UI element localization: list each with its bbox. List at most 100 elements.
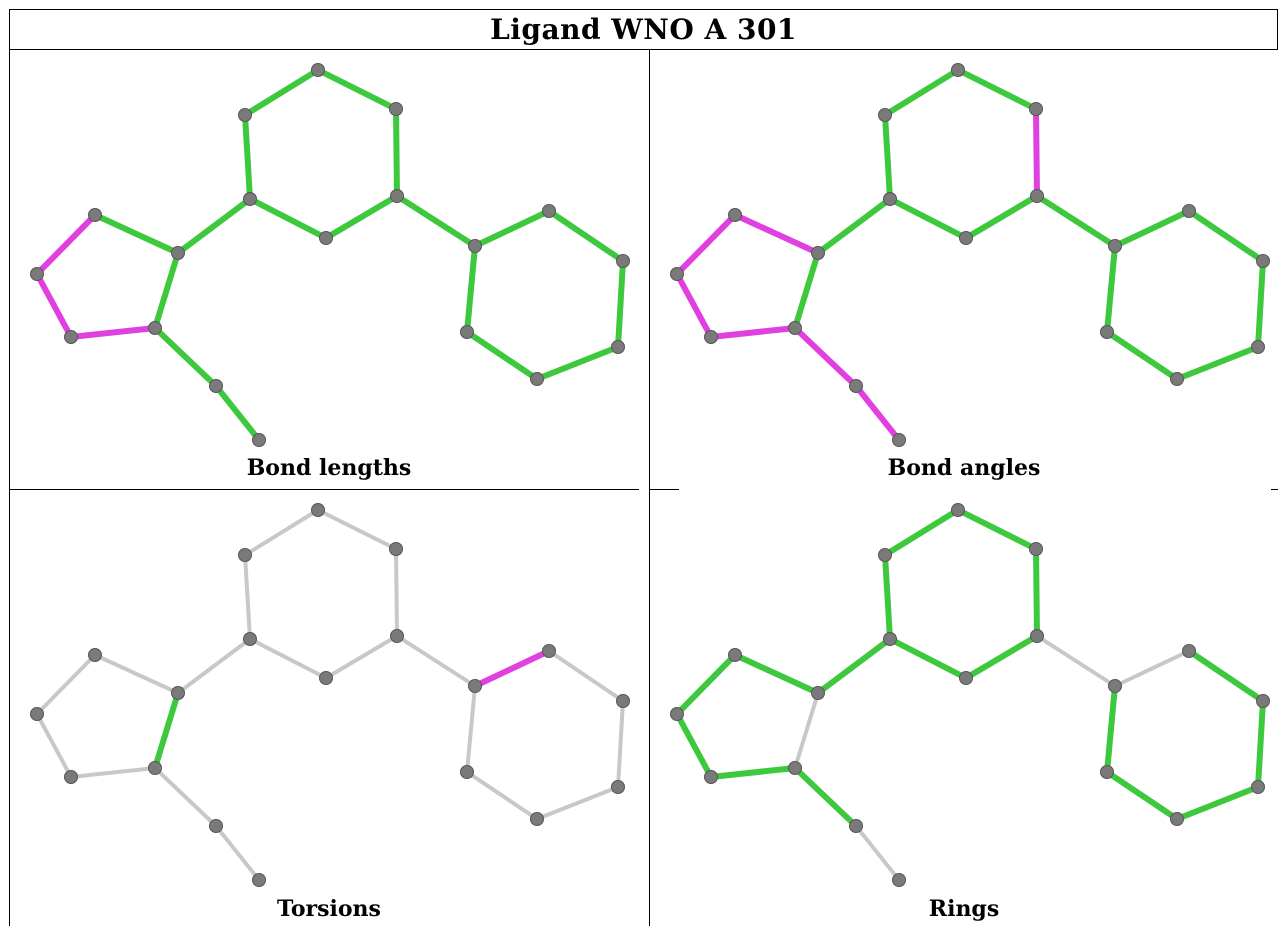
- bond: [615, 258, 626, 350]
- bond: [214, 824, 261, 882]
- atom: [892, 433, 906, 447]
- bond: [68, 325, 158, 340]
- divider: [9, 49, 1278, 50]
- atom: [1170, 812, 1184, 826]
- bond: [242, 67, 321, 118]
- atom: [811, 686, 825, 700]
- bond: [1174, 344, 1261, 382]
- atom: [849, 379, 863, 393]
- bond: [1104, 329, 1180, 382]
- bond: [243, 508, 320, 557]
- atom: [670, 707, 684, 721]
- divider: [9, 9, 10, 926]
- title-row: Ligand WNO A 301: [9, 9, 1278, 49]
- molecule-diagram: [30, 503, 630, 887]
- bond: [1034, 193, 1118, 249]
- bond: [395, 634, 477, 688]
- bond: [175, 196, 253, 256]
- bond: [243, 553, 252, 641]
- atom: [252, 433, 266, 447]
- atom: [238, 108, 252, 122]
- bond: [35, 653, 97, 716]
- bond: [464, 243, 478, 335]
- bond: [247, 196, 329, 241]
- atom: [959, 671, 973, 685]
- bond: [708, 765, 798, 780]
- ligand-figure: Ligand WNO A 301 Bond lengths Bond angle…: [9, 9, 1278, 926]
- panel-rings: Rings: [650, 490, 1278, 926]
- atom: [468, 239, 482, 253]
- panel-caption: Rings: [928, 896, 1000, 922]
- bond: [853, 383, 902, 443]
- bond: [674, 212, 738, 277]
- figure-title: Ligand WNO A 301: [490, 13, 797, 46]
- bond: [534, 344, 621, 382]
- bond: [393, 106, 400, 199]
- bond: [963, 193, 1040, 241]
- atom: [542, 644, 556, 658]
- atom: [788, 321, 802, 335]
- atom: [243, 632, 257, 646]
- bond: [464, 329, 540, 382]
- atom: [30, 707, 44, 721]
- bond: [1104, 769, 1180, 822]
- panel-caption: Torsions: [277, 896, 381, 922]
- atom: [670, 267, 684, 281]
- bond: [1112, 208, 1192, 249]
- atom: [30, 267, 44, 281]
- bond: [792, 325, 859, 389]
- bond: [248, 637, 328, 680]
- atom: [1030, 629, 1044, 643]
- bond: [152, 325, 219, 389]
- panel-caption: Bond lengths: [246, 455, 412, 481]
- atom: [1182, 204, 1196, 218]
- molecule-diagram: [30, 63, 630, 447]
- atom: [883, 192, 897, 206]
- atom: [530, 812, 544, 826]
- atom: [951, 63, 965, 77]
- atom: [611, 780, 625, 794]
- bond: [674, 711, 714, 780]
- atom: [878, 548, 892, 562]
- panel-bond-angles: Bond angles: [650, 50, 1278, 486]
- bond: [472, 648, 552, 689]
- atom: [389, 102, 403, 116]
- atom: [1251, 340, 1265, 354]
- atom: [616, 254, 630, 268]
- bond: [882, 552, 893, 642]
- atom: [704, 330, 718, 344]
- atom: [849, 819, 863, 833]
- bond: [708, 325, 798, 340]
- bond: [815, 196, 893, 256]
- bond: [955, 67, 1039, 112]
- atom: [243, 192, 257, 206]
- bond: [887, 196, 969, 241]
- bond: [176, 637, 252, 695]
- atom: [1256, 254, 1270, 268]
- bond: [153, 766, 218, 828]
- bond: [887, 636, 969, 681]
- bond: [792, 250, 821, 331]
- bond: [792, 765, 859, 829]
- atom: [1170, 372, 1184, 386]
- bond: [1255, 258, 1266, 350]
- bond: [1033, 546, 1040, 639]
- atom: [542, 204, 556, 218]
- bond: [815, 636, 893, 696]
- bond: [69, 766, 157, 779]
- bond: [472, 208, 552, 249]
- bond: [465, 684, 477, 774]
- atom: [1100, 765, 1114, 779]
- bond: [546, 208, 626, 264]
- atom: [1029, 542, 1043, 556]
- atom: [959, 231, 973, 245]
- divider: [649, 49, 650, 926]
- atom: [611, 340, 625, 354]
- atom: [88, 648, 102, 662]
- bond: [955, 507, 1039, 552]
- atom: [1030, 189, 1044, 203]
- bond: [1255, 698, 1266, 790]
- bond: [394, 547, 399, 638]
- atom: [728, 208, 742, 222]
- bond: [1035, 634, 1117, 688]
